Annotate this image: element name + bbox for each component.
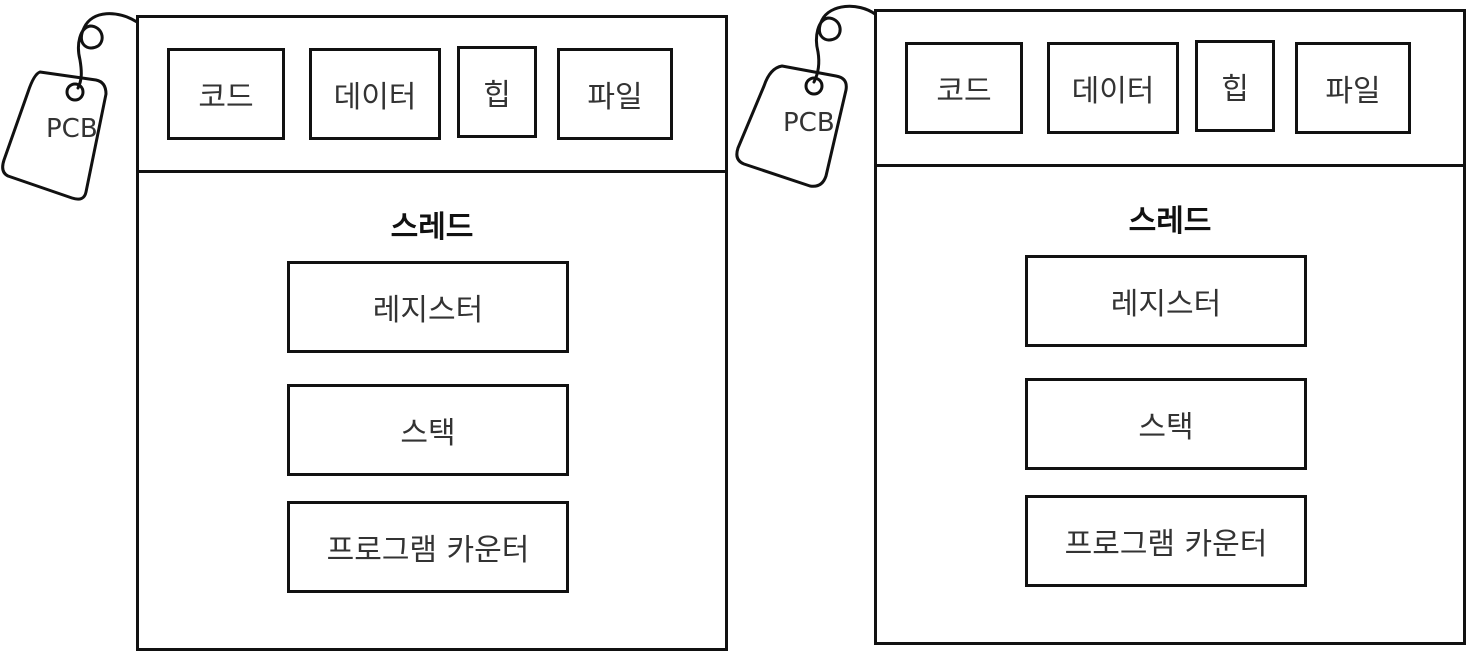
pcb-tag-1 [1,12,139,201]
process-2-data-box: 데이터 [1047,42,1179,134]
process-1-shared-resources: 코드 데이터 힙 파일 [139,18,725,173]
process-1-file-box: 파일 [557,48,673,140]
process-1-program-counter-box: 프로그램 카운터 [287,501,569,593]
process-1-stack-box: 스택 [287,384,569,476]
process-2-code-box: 코드 [905,42,1023,134]
process-2-register-box: 레지스터 [1025,255,1307,347]
pcb-tag-2 [735,4,877,188]
pcb-tag-2-label: PCB [783,108,835,138]
process-1-code-box: 코드 [167,48,285,140]
process-1-thread-title: 스레드 [390,210,474,245]
pcb-tag-1-hole [65,82,85,102]
pcb-tag-1-label: PCB [46,114,98,144]
process-1-register-box: 레지스터 [287,261,569,353]
process-2-program-counter-box: 프로그램 카운터 [1025,495,1307,587]
pcb-tag-2-hole [804,76,824,96]
process-2-heap-box: 힙 [1195,40,1275,132]
pcb-tag-2-string [812,4,877,84]
pcb-tag-1-string [76,12,139,90]
process-2-thread-title: 스레드 [1128,204,1212,239]
process-2-shared-resources: 코드 데이터 힙 파일 [877,12,1463,167]
process-2-stack-box: 스택 [1025,378,1307,470]
process-2-file-box: 파일 [1295,42,1411,134]
process-1-data-box: 데이터 [309,48,441,140]
process-1-heap-box: 힙 [457,46,537,138]
process-1-box: 코드 데이터 힙 파일 스레드 레지스터 스택 프로그램 카운터 [136,15,728,651]
process-2-box: 코드 데이터 힙 파일 스레드 레지스터 스택 프로그램 카운터 [874,9,1466,645]
